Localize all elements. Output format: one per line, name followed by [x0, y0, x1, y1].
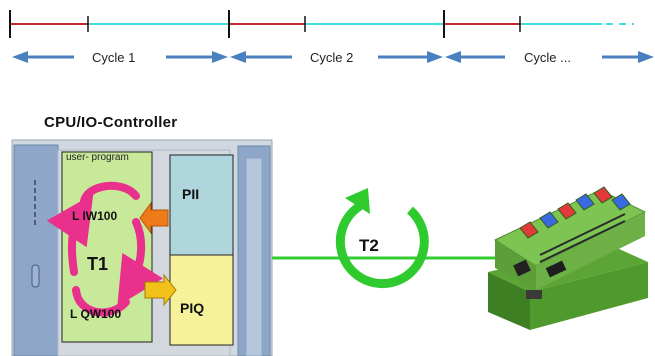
- cycle-1-span-arrow: [12, 51, 228, 63]
- controller-title: CPU/IO-Controller: [44, 114, 178, 131]
- cycle-timeline: [9, 10, 654, 63]
- piq-label: PIQ: [180, 300, 205, 316]
- read-arrow: [139, 201, 169, 235]
- pii-label: PII: [182, 186, 200, 202]
- piq-box: [169, 254, 234, 346]
- io-device-icon: [488, 186, 648, 330]
- program-cycle-arrow: [46, 181, 164, 317]
- cycle-label-3: Cycle ...: [524, 50, 571, 65]
- communication-cycle-icon: [335, 188, 429, 289]
- user-program-label: user- program: [66, 152, 129, 163]
- cycle-3-span-arrow: [445, 51, 654, 63]
- cycle-label-2: Cycle 2: [310, 50, 354, 65]
- right-rail-inner: [245, 157, 263, 356]
- cycle-label-1: Cycle 1: [92, 50, 136, 65]
- communication-cycle-label: T2: [359, 236, 379, 255]
- task-label: T1: [87, 254, 109, 274]
- left-rail: [13, 144, 59, 356]
- cycle-2-span-arrow: [230, 51, 443, 63]
- write-instruction: L QW100: [70, 307, 122, 321]
- rail-slot: [31, 264, 40, 288]
- read-instruction: L IW100: [72, 209, 118, 223]
- pii-box: [169, 154, 234, 256]
- write-arrow: [144, 273, 177, 307]
